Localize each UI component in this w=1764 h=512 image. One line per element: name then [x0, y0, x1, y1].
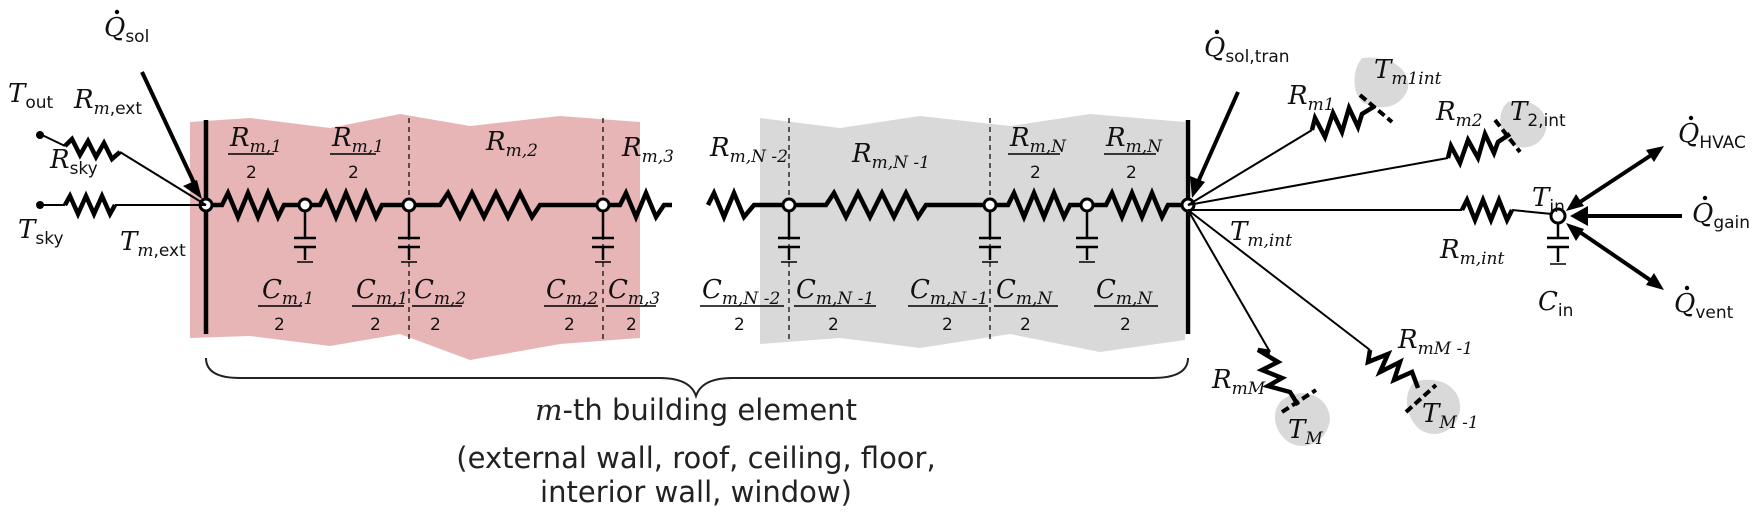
r-m-ext-label: Rm,ext — [73, 85, 142, 119]
nodes — [198, 197, 1567, 225]
r-m1-label: Rm1 — [1287, 81, 1335, 115]
r-m2-label: Rm2 — [1435, 97, 1483, 131]
svg-text:Rm,N: Rm,N — [1105, 123, 1163, 157]
svg-text:Cm,N: Cm,N — [996, 275, 1053, 309]
t-m1int-label: Tm1int — [1374, 55, 1442, 89]
svg-text:2: 2 — [1126, 163, 1137, 183]
resistor-label: Rm,1 2 — [228, 123, 282, 183]
interior-arrows — [1566, 146, 1682, 290]
q-vent-label: Qvent — [1674, 285, 1734, 323]
svg-text:QHVAC: QHVAC — [1678, 119, 1746, 153]
svg-text:Cm,N -2: Cm,N -2 — [702, 275, 780, 309]
svg-text:2: 2 — [1030, 163, 1041, 183]
q-gain-label: Qgain — [1692, 195, 1750, 233]
svg-text:2: 2 — [348, 163, 359, 183]
capacitor-label: Cm,N 2 — [994, 275, 1058, 335]
q-hvac-label: QHVAC — [1678, 115, 1746, 153]
svg-text:Cm,N: Cm,N — [1096, 275, 1153, 309]
svg-text:2: 2 — [274, 315, 285, 335]
svg-text:Rm,1: Rm,1 — [229, 123, 282, 157]
exterior-connections — [36, 131, 207, 220]
svg-text:Cm,2: Cm,2 — [414, 275, 466, 309]
r-mM-label: RmM — [1211, 365, 1266, 399]
svg-text:Qsol: Qsol — [104, 13, 149, 47]
svg-text:Cm,N -1: Cm,N -1 — [910, 275, 988, 309]
r-m-int-label: Rm,int — [1439, 235, 1504, 269]
svg-text:2: 2 — [828, 315, 839, 335]
t-sky-label: Tsky — [18, 215, 64, 249]
capacitor-label: Cm,3 2 — [606, 275, 660, 335]
svg-text:2: 2 — [626, 315, 637, 335]
svg-text:2: 2 — [1020, 315, 1031, 335]
svg-text:Rm,N: Rm,N — [1009, 123, 1067, 157]
c-in-label: Cin — [1538, 287, 1573, 321]
gray-wall-region — [760, 114, 1185, 352]
capacitor-label: Cm,1 2 — [352, 275, 408, 335]
resistor-label: Rm,3 — [621, 133, 674, 167]
t-M-label: TM — [1288, 415, 1323, 449]
svg-text:Cm,1: Cm,1 — [262, 275, 314, 309]
resistor-label: Rm,N 2 — [1104, 123, 1163, 183]
svg-text:Cm,N -1: Cm,N -1 — [796, 275, 874, 309]
resistor-chain — [206, 187, 1188, 223]
q-sol-label: Qsol — [104, 9, 149, 47]
svg-text:Qvent: Qvent — [1674, 289, 1734, 323]
svg-text:Qgain: Qgain — [1692, 199, 1750, 233]
capacitor-label: Cm,1 2 — [258, 275, 314, 335]
caption-line-2: (external wall, roof, ceiling, floor, — [456, 441, 935, 475]
t-m-int-label: Tm,int — [1230, 217, 1292, 251]
t-m-ext-label: Tm,ext — [120, 227, 186, 261]
svg-text:Cm,2: Cm,2 — [546, 275, 598, 309]
q-sol-tran-label: Qsol,tran — [1204, 29, 1290, 67]
t-M1-label: TM -1 — [1422, 399, 1479, 433]
caption-line-3: interior wall, window) — [540, 475, 852, 509]
svg-text:2: 2 — [1120, 315, 1131, 335]
svg-text:2: 2 — [734, 315, 745, 335]
caption-line-1: m-th building element — [535, 393, 857, 427]
capacitor-label: Cm,2 2 — [544, 275, 598, 335]
svg-text:2: 2 — [430, 315, 441, 335]
capacitor-symbols — [294, 212, 1569, 265]
svg-text:Rm,1: Rm,1 — [331, 123, 384, 157]
resistor-label: Rm,1 2 — [330, 123, 384, 183]
capacitor-label: Cm,N 2 — [1094, 275, 1158, 335]
r-mM1-label: RmM -1 — [1397, 325, 1473, 359]
svg-text:2: 2 — [370, 315, 381, 335]
svg-text:2: 2 — [564, 315, 575, 335]
t-out-label: Tout — [8, 79, 54, 113]
svg-text:2: 2 — [246, 163, 257, 183]
svg-text:Qsol,tran: Qsol,tran — [1204, 33, 1290, 67]
element-brace — [205, 357, 1189, 400]
resistor-label: Rm,N -1 — [851, 139, 930, 173]
capacitor-label: Cm,N -2 2 — [700, 275, 784, 335]
resistor-label: Rm,N 2 — [1008, 123, 1067, 183]
t-in-label: Tin — [1532, 183, 1565, 217]
svg-text:Cm,3: Cm,3 — [608, 275, 660, 309]
resistor-label: Rm,N -2 — [709, 133, 788, 167]
svg-text:Cm,1: Cm,1 — [356, 275, 408, 309]
svg-text:2: 2 — [942, 315, 953, 335]
solar-arrows — [140, 71, 1240, 199]
capacitor-label: Cm,N -1 2 — [794, 275, 876, 335]
interior-connections — [1187, 57, 1553, 446]
r-sky-label: Rsky — [49, 145, 98, 179]
capacitor-label: Cm,N -1 2 — [908, 275, 988, 335]
t-2int-label: T2,int — [1510, 97, 1566, 131]
resistor-label: Rm,2 — [485, 127, 538, 161]
capacitor-label: Cm,2 2 — [412, 275, 466, 335]
